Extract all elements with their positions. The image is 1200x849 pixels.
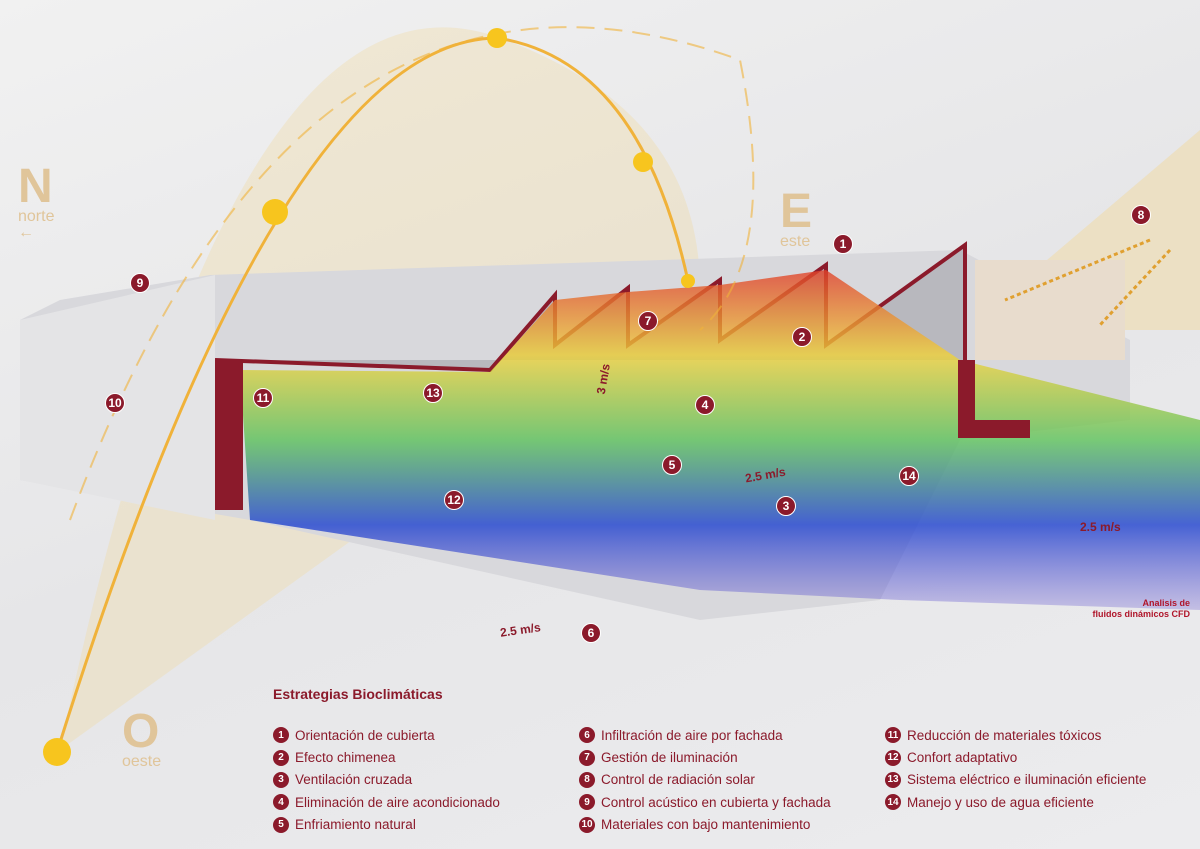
marker-2: 2 bbox=[792, 327, 812, 347]
legend-item-label: Efecto chimenea bbox=[295, 750, 396, 766]
sun-arc-dashed bbox=[69, 26, 755, 521]
marker-13: 13 bbox=[423, 383, 443, 403]
legend-title: Estrategias Bioclimáticas bbox=[273, 686, 443, 702]
marker-4: 4 bbox=[695, 395, 715, 415]
marker-8: 8 bbox=[1131, 205, 1151, 225]
legend-number-badge: 11 bbox=[885, 727, 901, 744]
legend-item: 3 Ventilación cruzada bbox=[273, 769, 579, 791]
marker-10: 10 bbox=[105, 393, 125, 413]
legend-number-badge: 6 bbox=[579, 727, 595, 744]
east-letter: E bbox=[780, 185, 813, 238]
legend-item: 1 Orientación de cubierta bbox=[273, 724, 579, 746]
legend-item: 12 Confort adaptativo bbox=[885, 746, 1191, 768]
north-word: norte bbox=[18, 208, 55, 225]
legend-item-label: Orientación de cubierta bbox=[295, 727, 435, 743]
cfd-field bbox=[240, 270, 1200, 610]
marker-7: 7 bbox=[638, 311, 658, 331]
legend-number-badge: 5 bbox=[273, 816, 289, 833]
legend-column: 11 Reducción de materiales tóxicos 12 Confo… bbox=[885, 724, 1191, 836]
compass-west: O oeste bbox=[122, 705, 162, 770]
legend-number-badge: 13 bbox=[885, 771, 901, 788]
solar-ray bbox=[1098, 248, 1172, 327]
legend-item-label: Enfriamiento natural bbox=[295, 817, 416, 833]
sun-arc-main bbox=[55, 36, 690, 753]
red-frame-right bbox=[958, 360, 1030, 438]
north-letter: N bbox=[18, 160, 53, 213]
compass-east: E este bbox=[780, 185, 813, 250]
cfd-caption-line2: fluidos dinámicos CFD bbox=[1092, 609, 1190, 619]
legend-item-label: Confort adaptativo bbox=[907, 750, 1018, 766]
west-word: oeste bbox=[122, 753, 162, 770]
legend-number-badge: 4 bbox=[273, 794, 289, 811]
legend-number-badge: 1 bbox=[273, 727, 289, 744]
compass-north: N norte ← bbox=[18, 160, 55, 241]
legend-item-label: Control de radiación solar bbox=[601, 772, 755, 788]
east-screen bbox=[975, 260, 1125, 360]
legend-number-badge: 14 bbox=[885, 794, 901, 811]
legend-item-label: Control acústico en cubierta y fachada bbox=[601, 794, 831, 810]
legend-item: 13 Sistema eléctrico e iluminación eficie… bbox=[885, 769, 1191, 791]
legend-number-badge: 2 bbox=[273, 749, 289, 766]
marker-3: 3 bbox=[776, 496, 796, 516]
legend-number-badge: 8 bbox=[579, 771, 595, 788]
legend-item: 2 Efecto chimenea bbox=[273, 746, 579, 768]
legend: Estrategias Bioclimáticas 1 Orientación d… bbox=[273, 686, 1191, 836]
legend-item: 7 Gestión de iluminación bbox=[579, 746, 885, 768]
marker-5: 5 bbox=[662, 455, 682, 475]
legend-item: 14 Manejo y uso de agua eficiente bbox=[885, 791, 1191, 813]
legend-item-label: Gestión de iluminación bbox=[601, 750, 738, 766]
legend-item: 4 Eliminación de aire acondicionado bbox=[273, 791, 579, 813]
sun-icon bbox=[43, 28, 695, 766]
legend-item-label: Materiales con bajo mantenimiento bbox=[601, 817, 811, 833]
legend-column: 1 Orientación de cubierta 2 Efecto chimenea… bbox=[273, 724, 579, 836]
legend-number-badge: 7 bbox=[579, 749, 595, 766]
legend-item-label: Sistema eléctrico e iluminación eficient… bbox=[907, 772, 1147, 788]
legend-item-label: Infiltración de aire por fachada bbox=[601, 727, 783, 743]
legend-item: 10 Materiales con bajo mantenimiento bbox=[579, 814, 885, 836]
legend-item: 8 Control de radiación solar bbox=[579, 769, 885, 791]
east-word: este bbox=[780, 233, 811, 250]
marker-12: 12 bbox=[444, 490, 464, 510]
speed-label-right: 2.5 m/s bbox=[1080, 520, 1121, 534]
legend-item: 5 Enfriamiento natural bbox=[273, 814, 579, 836]
west-arrow-icon: ← bbox=[18, 224, 34, 241]
legend-item-label: Ventilación cruzada bbox=[295, 772, 413, 788]
legend-column: 6 Infiltración de aire por fachada 7 Gestió… bbox=[579, 724, 885, 836]
legend-item-label: Manejo y uso de agua eficiente bbox=[907, 794, 1094, 810]
cfd-caption-line1: Analisis de bbox=[1142, 598, 1190, 608]
legend-item: 6 Infiltración de aire por fachada bbox=[579, 724, 885, 746]
red-frame-left bbox=[215, 360, 243, 510]
marker-14: 14 bbox=[899, 466, 919, 486]
legend-item: 11 Reducción de materiales tóxicos bbox=[885, 724, 1191, 746]
legend-number-badge: 9 bbox=[579, 794, 595, 811]
legend-number-badge: 10 bbox=[579, 816, 595, 833]
cfd-caption: Analisis de fluidos dinámicos CFD bbox=[1092, 598, 1190, 620]
legend-item-label: Reducción de materiales tóxicos bbox=[907, 727, 1102, 743]
west-letter: O bbox=[122, 705, 160, 758]
marker-9: 9 bbox=[130, 273, 150, 293]
legend-item: 9 Control acústico en cubierta y fachada bbox=[579, 791, 885, 813]
marker-1: 1 bbox=[833, 234, 853, 254]
marker-6: 6 bbox=[581, 623, 601, 643]
legend-number-badge: 3 bbox=[273, 771, 289, 788]
legend-number-badge: 12 bbox=[885, 749, 901, 766]
legend-item-label: Eliminación de aire acondicionado bbox=[295, 794, 500, 810]
solar-ray bbox=[1004, 238, 1151, 302]
marker-11: 11 bbox=[253, 388, 273, 408]
